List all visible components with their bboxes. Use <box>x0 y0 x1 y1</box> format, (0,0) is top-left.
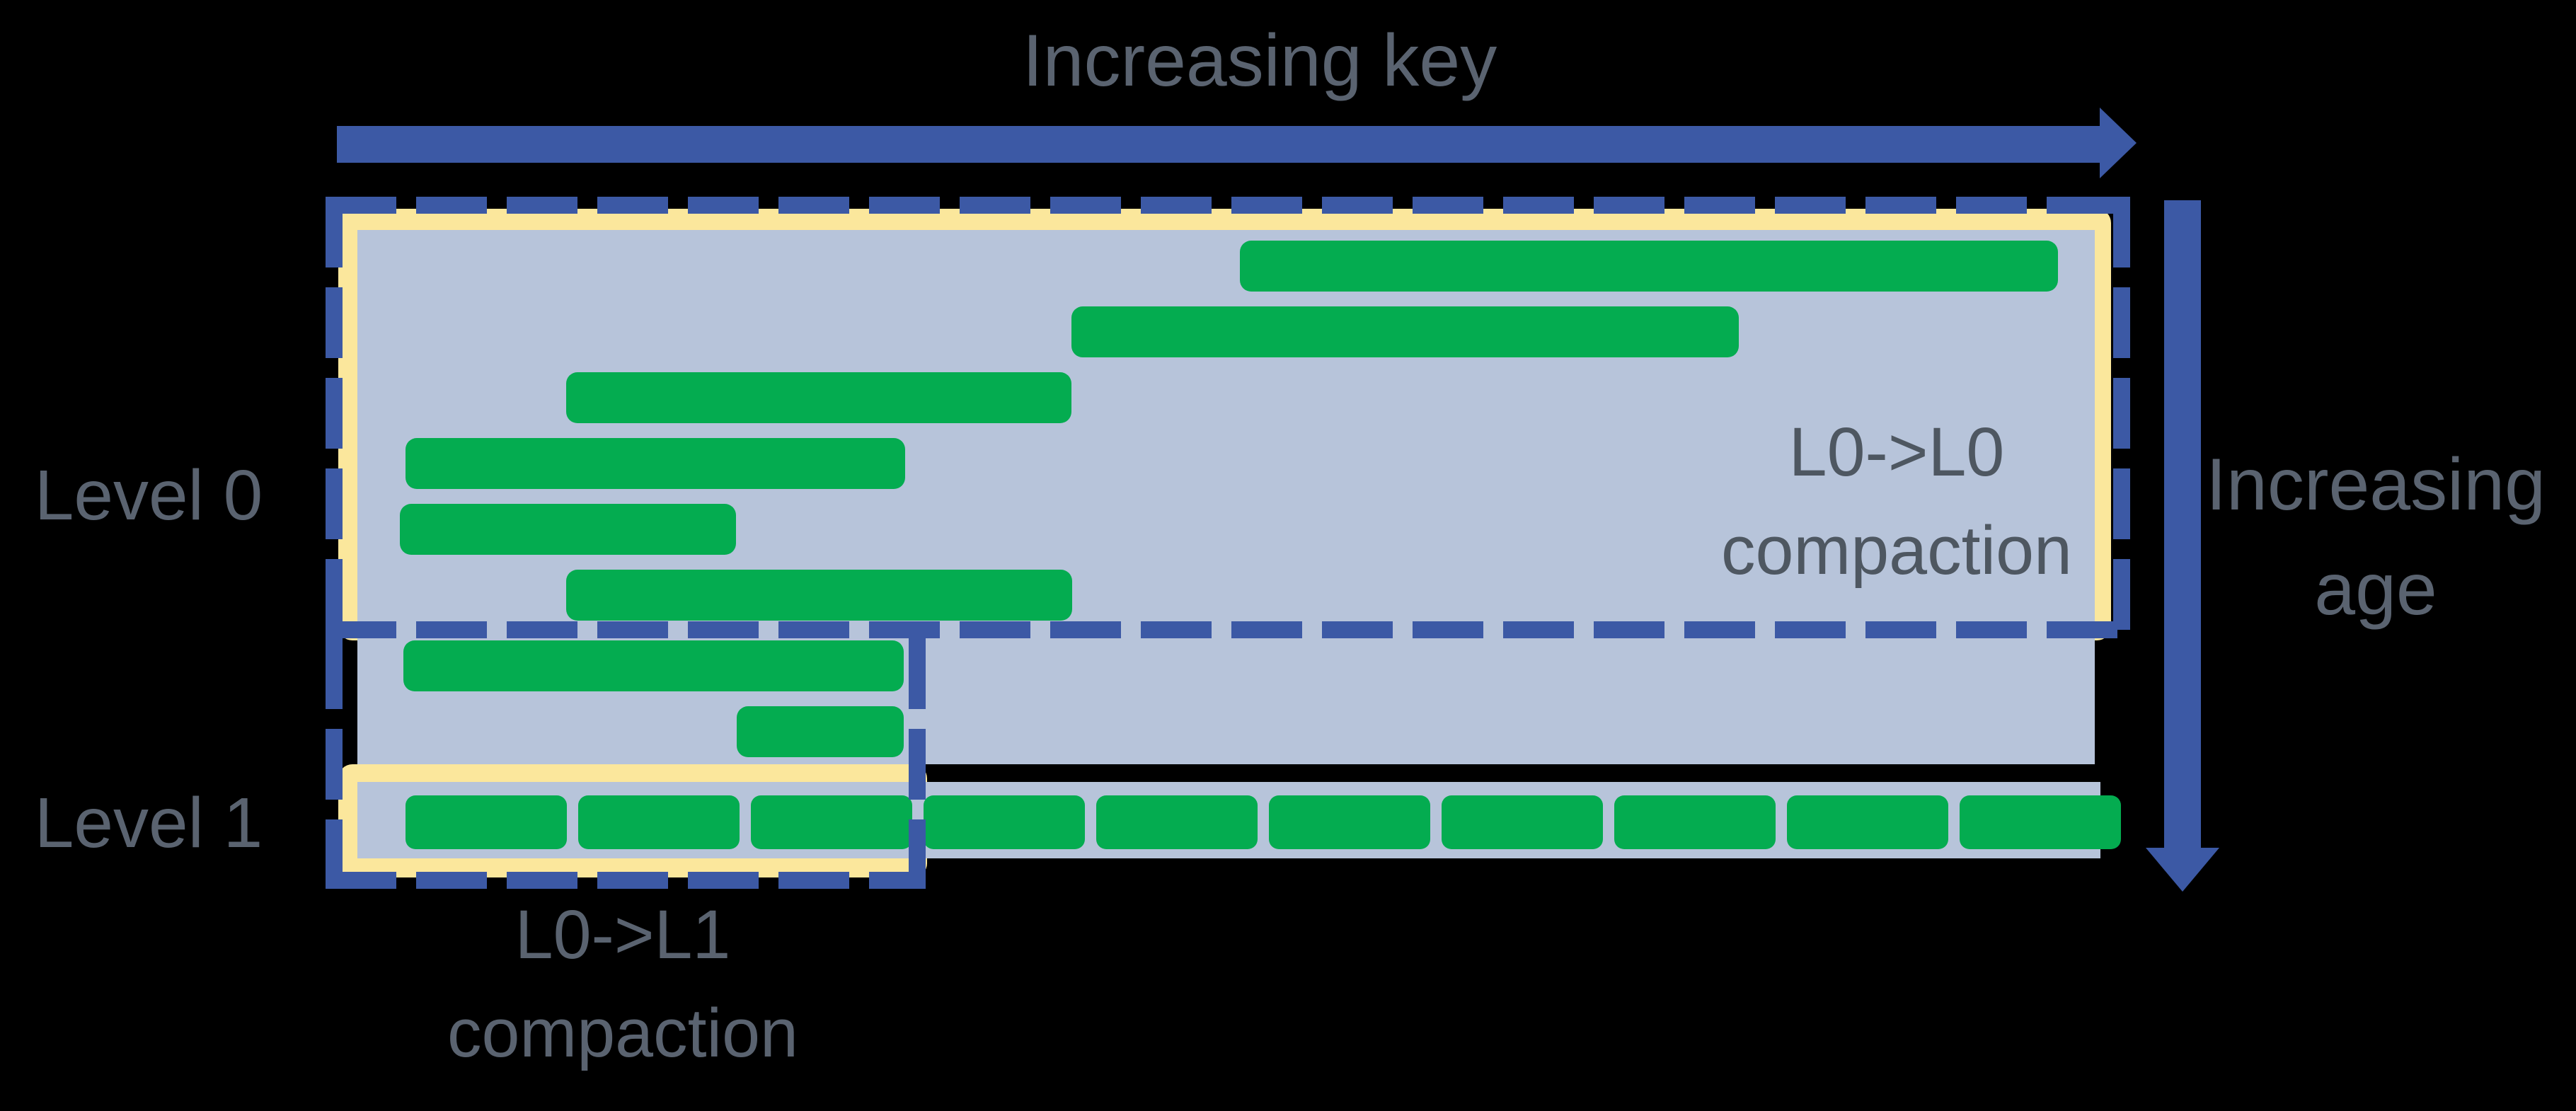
level1-sstable-bar <box>924 795 1085 849</box>
level0-sstable-bar <box>566 372 1071 423</box>
l0-l0-dashed-border-right <box>2113 197 2130 638</box>
l0-l0-compaction-label: L0->L0 compaction <box>1649 403 2144 599</box>
age-axis-arrow-shaft <box>2164 200 2201 849</box>
level0-sstable-bar <box>400 504 736 555</box>
level1-sstable-bar <box>1269 795 1430 849</box>
increasing-age-line1: Increasing <box>2206 444 2546 526</box>
l0-l1-dashed-border-right <box>909 638 926 889</box>
key-axis-arrow-shaft <box>337 126 2100 163</box>
l0-l1-dashed-border-bottom <box>326 872 926 889</box>
level-1-label: Level 1 <box>34 783 263 863</box>
level0-sstable-bar <box>403 640 904 691</box>
level-0-label: Level 0 <box>34 456 263 535</box>
level0-sstable-bar <box>1240 241 2058 292</box>
increasing-age-line2: age <box>2314 548 2437 631</box>
level1-sstable-bar <box>751 795 912 849</box>
level1-sstable-bar <box>406 795 567 849</box>
l0-l0-compaction-line1: L0->L0 <box>1788 413 2005 490</box>
increasing-age-label: Increasing age <box>2188 433 2563 642</box>
l0-l0-dashed-border-top <box>326 197 2130 214</box>
level1-sstable-bar <box>1787 795 1948 849</box>
l0-l0-compaction-line2: compaction <box>1720 511 2073 589</box>
level1-sstable-bar <box>578 795 740 849</box>
key-axis-arrow-head-icon <box>2100 108 2137 178</box>
level0-sstable-bar <box>406 438 905 489</box>
increasing-key-label: Increasing key <box>1022 20 1497 102</box>
level1-sstable-bar <box>1960 795 2121 849</box>
l0-l1-compaction-line1: L0->L1 <box>514 896 731 973</box>
age-axis-arrow-head-icon <box>2146 848 2219 892</box>
level1-sstable-bar <box>1442 795 1603 849</box>
level1-sstable-bar <box>1614 795 1776 849</box>
l0-l0-dashed-border-left <box>326 197 343 638</box>
level0-sstable-bar <box>566 570 1072 621</box>
l0-l1-compaction-line2: compaction <box>447 994 799 1071</box>
l0-l1-dashed-border-left <box>326 638 343 889</box>
l0-l0-dashed-border-bottom <box>326 621 2130 638</box>
level0-sstable-bar <box>737 706 904 757</box>
level0-sstable-bar <box>1071 306 1739 357</box>
level1-sstable-bar <box>1096 795 1258 849</box>
l0-l1-compaction-label: L0->L1 compaction <box>375 886 870 1082</box>
